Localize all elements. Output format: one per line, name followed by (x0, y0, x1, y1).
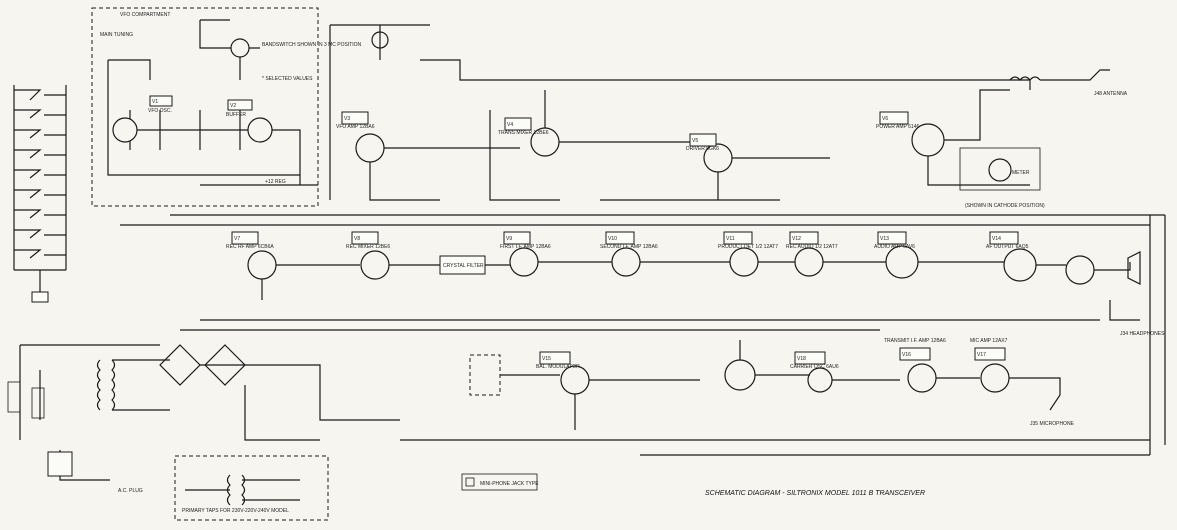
svg-text:V2: V2 (230, 103, 236, 109)
stage-v15: BAL. MODULATOR (536, 364, 580, 370)
stage-v2: BUFFER (226, 112, 246, 118)
stage-v5: DRIVER 6GK6 (686, 146, 720, 152)
stage-v14: AF OUTPUT 6AQ5 (986, 244, 1029, 250)
primary-taps-label: PRIMARY TAPS FOR 230V-220V-240V MODEL (182, 508, 289, 514)
microphone-label: J35 MICROPHONE (1030, 421, 1075, 427)
diagram-title: SCHEMATIC DIAGRAM - SILTRONIX MODEL 1011… (705, 490, 925, 497)
svg-text:V18: V18 (797, 356, 806, 362)
svg-text:V11: V11 (726, 236, 735, 242)
stage-v13: AUDIO AMP 6AV6 (874, 244, 915, 250)
svg-text:V14: V14 (992, 236, 1001, 242)
jack-note-label: MINI-PHONE JACK TYPE (480, 481, 539, 487)
selected-values-note: * SELECTED VALUES (262, 76, 313, 82)
svg-text:V3: V3 (344, 116, 350, 122)
svg-text:V6: V6 (882, 116, 888, 122)
stage-v10: SECOND I.F. AMP 12BA6 (600, 244, 658, 250)
headphones-label: J34 HEADPHONES (1120, 331, 1165, 337)
vfo-circuit: V1 V2 +12 REG (107, 19, 318, 186)
svg-text:V10: V10 (608, 236, 617, 242)
stage-v12: REC AUDIO 1/2 12AT7 (786, 244, 838, 250)
vfo-compartment-label: VFO COMPARTMENT (120, 12, 170, 18)
meter-symbol (988, 158, 1012, 182)
transmit-chain: V3 V4 V5 V6 J48 ANTENNA METER (SHOWN IN … (329, 24, 1128, 209)
stage-v17: MIC AMP 12AX7 (970, 338, 1008, 344)
bandswitch-note: BANDSWITCH SHOWN IN 3 MC POSITION (262, 42, 362, 48)
svg-text:V4: V4 (507, 122, 513, 128)
stage-v1: VFO OSC. (148, 108, 172, 114)
svg-text:V16: V16 (902, 352, 911, 358)
stage-v9: FIRST I.F. AMP 12BA6 (500, 244, 551, 250)
jack-note-box (461, 473, 538, 491)
vfo-compartment-box (91, 7, 319, 207)
svg-text:V9: V9 (506, 236, 512, 242)
receive-chain: V7 V8 CRYSTAL FILTER V9 V10 V11 V12 V13 … (120, 214, 1165, 337)
meter-label: METER (1012, 170, 1030, 176)
stage-v7: REC RF AMP 6CB6A (226, 244, 274, 250)
stage-v18: CARRIER OSC 6AU6 (790, 364, 839, 370)
stage-v16: TRANSMIT I.F. AMP 12BA6 (884, 338, 946, 344)
svg-text:V12: V12 (792, 236, 801, 242)
antenna-label: J48 ANTENNA (1094, 91, 1128, 97)
svg-text:V17: V17 (977, 352, 986, 358)
stage-v8: REC MIXER 12BE6 (346, 244, 391, 250)
ac-plug-label: A.C. PLUG (118, 488, 143, 494)
meter-note: (SHOWN IN CATHODE POSITION) (965, 203, 1045, 209)
bandswitch-contacts (13, 85, 67, 303)
stage-v4: TRANS MIXER 12BE6 (498, 130, 549, 136)
svg-text:V5: V5 (692, 138, 698, 144)
power-supply: A.C. PLUG (7, 344, 400, 494)
primary-taps-box (174, 455, 329, 521)
stage-v3: VFO AMP 12BA6 (336, 124, 375, 130)
svg-text:V15: V15 (542, 356, 551, 362)
crystal-filter-label: CRYSTAL FILTER (443, 263, 484, 269)
reg-12v-label: +12 REG (265, 179, 286, 185)
svg-text:V1: V1 (152, 99, 158, 105)
main-tuning-label: MAIN TUNING (100, 32, 133, 38)
svg-text:V7: V7 (234, 236, 240, 242)
stage-v11: PRODUCT DET 1/2 12AT7 (718, 244, 779, 250)
stage-v6: POWER AMP 6146 (876, 124, 920, 130)
transmit-audio-chain: V15 V18 V16 V17 J35 MICROPHONE (400, 215, 1166, 456)
svg-text:V13: V13 (880, 236, 889, 242)
svg-text:V8: V8 (354, 236, 360, 242)
